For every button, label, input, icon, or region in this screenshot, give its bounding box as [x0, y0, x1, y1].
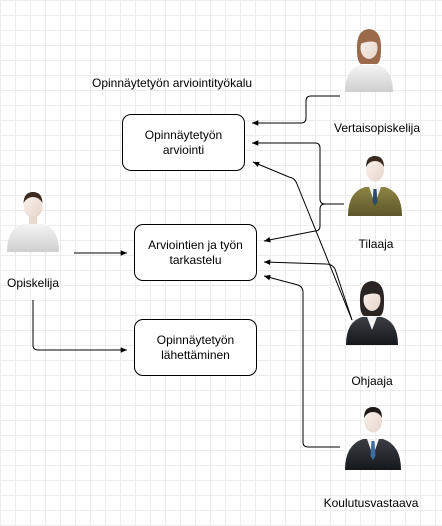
arrow-tilaaja-arviointi: [252, 140, 344, 205]
arrow-vertaisopiskelija-arviointi: [252, 95, 340, 126]
arrow-tilaaja-tarkastelu: [263, 203, 344, 243]
actor-label-opiskelija: Opiskelija: [6, 276, 60, 290]
ohjaaja-avatar-icon: [346, 281, 398, 345]
arrow-koulutusvastaava-tarkastelu: [263, 274, 340, 448]
process-box-lahettaminen: Opinnäytetyön lähettäminen: [134, 319, 257, 376]
koulutusvastaava-avatar-icon: [345, 407, 401, 470]
arrow-ohjaaja-arviointi: [252, 161, 353, 321]
vertaisopiskelija-avatar-icon: [345, 29, 393, 92]
process-box-arviointi: Opinnäytetyön arviointi: [122, 114, 245, 171]
arrow-ohjaaja-tarkastelu: [263, 259, 353, 321]
arrow-opiskelija-lahettaminen: [32, 300, 127, 353]
actor-label-vertaisopiskelija: Vertaisopiskelija: [333, 121, 421, 135]
actor-label-ohjaaja: Ohjaaja: [351, 374, 393, 388]
diagram-title: Opinnäytetyön arviointityökalu: [92, 76, 253, 90]
actor-label-tilaaja: Tilaaja: [358, 237, 394, 251]
process-box-tarkastelu: Arviointien ja työn tarkastelu: [134, 224, 257, 281]
tilaaja-avatar-icon: [348, 156, 402, 216]
actor-label-koulutusvastaava: Koulutusvastaava: [323, 496, 419, 510]
opiskelija-avatar-icon: [7, 192, 59, 252]
